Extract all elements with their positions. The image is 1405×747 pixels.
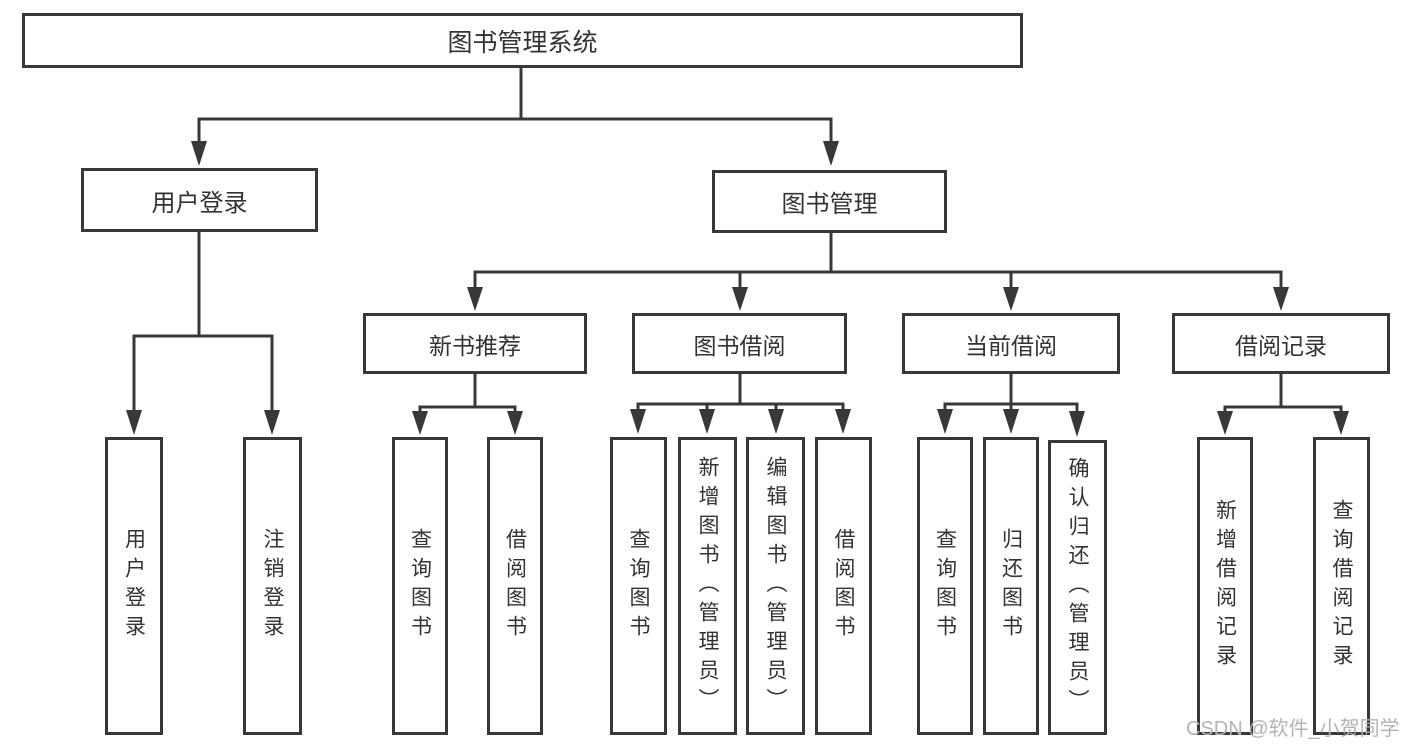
leaf-add-borrow-record: 新增借阅记录 bbox=[1197, 437, 1253, 735]
leaf-label: 新增借阅记录 bbox=[1213, 499, 1237, 673]
leaf-user-login: 用户登录 bbox=[105, 437, 163, 735]
leaf-label: 新增图书（管理员） bbox=[696, 455, 719, 717]
connector-management-to-sections bbox=[467, 233, 1289, 311]
leaf-label: 查询图书 bbox=[627, 528, 650, 644]
csdn-watermark: CSDN @软件_小贺同学 bbox=[1186, 718, 1400, 740]
node-current-borrow: 当前借阅 bbox=[902, 313, 1120, 374]
leaf-label: 查询图书 bbox=[408, 528, 432, 644]
node-label: 图书管理系统 bbox=[447, 28, 598, 57]
leaf-query-books-borrow: 查询图书 bbox=[610, 437, 667, 735]
leaf-edit-books-admin: 编辑图书（管理员） bbox=[746, 437, 805, 735]
node-book-borrow: 图书借阅 bbox=[632, 313, 847, 374]
leaf-add-books-admin: 新增图书（管理员） bbox=[678, 437, 737, 735]
node-label: 图书借阅 bbox=[693, 332, 786, 359]
node-label: 图书管理 bbox=[781, 191, 878, 218]
connector-recommend-leaves bbox=[412, 374, 523, 435]
leaf-label: 借阅图书 bbox=[503, 528, 527, 644]
node-label: 当前借阅 bbox=[965, 332, 1057, 359]
leaf-label: 查询图书 bbox=[933, 528, 957, 644]
node-label: 借阅记录 bbox=[1235, 332, 1327, 359]
leaf-query-borrow-record: 查询借阅记录 bbox=[1313, 437, 1370, 735]
connector-root-to-level2 bbox=[191, 68, 839, 166]
node-borrow-records: 借阅记录 bbox=[1172, 313, 1390, 374]
leaf-query-books-current: 查询图书 bbox=[917, 437, 973, 735]
connector-borrow-leaves bbox=[630, 374, 851, 434]
leaf-label: 借阅图书 bbox=[832, 528, 855, 644]
leaf-borrow-books-recommend: 借阅图书 bbox=[487, 437, 543, 735]
leaf-borrow-books: 借阅图书 bbox=[815, 437, 872, 735]
node-label: 用户登录 bbox=[151, 189, 248, 217]
leaf-logout: 注销登录 bbox=[243, 437, 302, 735]
connector-records-leaves bbox=[1217, 374, 1349, 435]
node-new-book-recommend: 新书推荐 bbox=[363, 313, 587, 374]
node-system-root: 图书管理系统 bbox=[22, 13, 1023, 68]
leaf-confirm-return-admin: 确认归还（管理员） bbox=[1048, 440, 1107, 735]
leaf-label: 用户登录 bbox=[122, 528, 146, 644]
leaf-label: 编辑图书（管理员） bbox=[764, 455, 787, 717]
leaf-label: 确认归还（管理员） bbox=[1066, 457, 1089, 718]
connector-user-login-children bbox=[126, 232, 280, 435]
node-user-login: 用户登录 bbox=[81, 168, 318, 232]
leaf-return-books: 归还图书 bbox=[983, 437, 1039, 735]
leaf-label: 归还图书 bbox=[999, 528, 1023, 644]
node-label: 新书推荐 bbox=[429, 332, 521, 359]
leaf-label: 查询借阅记录 bbox=[1330, 499, 1353, 673]
leaf-query-books-recommend: 查询图书 bbox=[392, 437, 448, 735]
connector-current-leaves bbox=[937, 374, 1085, 437]
leaf-label: 注销登录 bbox=[261, 528, 284, 644]
node-book-management: 图书管理 bbox=[712, 170, 947, 233]
